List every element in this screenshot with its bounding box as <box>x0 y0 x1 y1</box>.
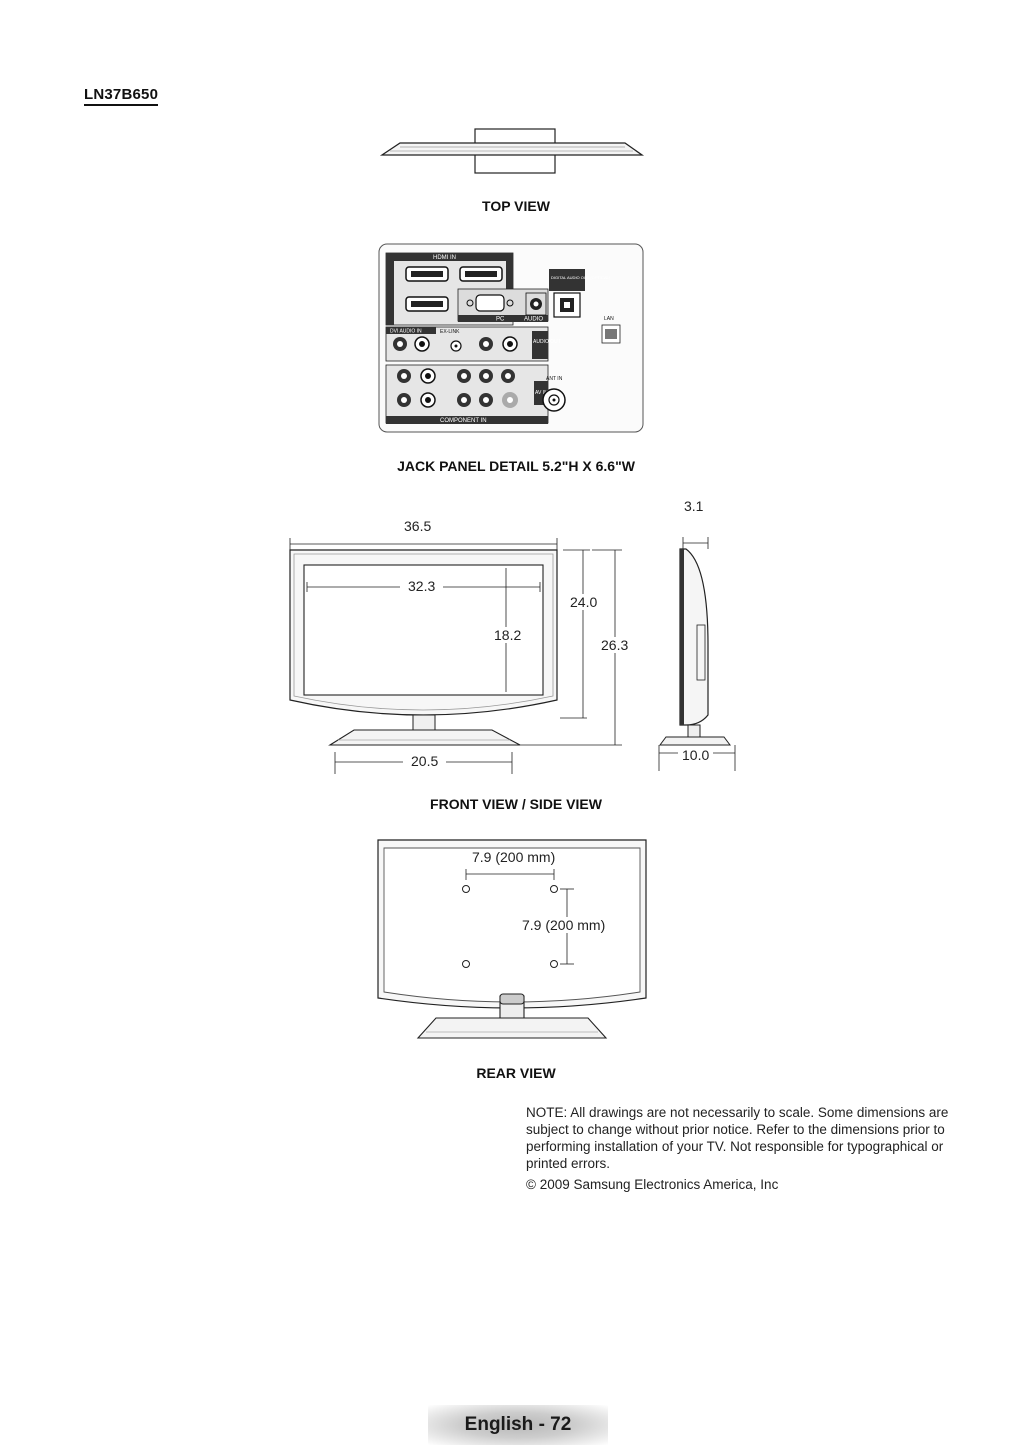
front-side-view-caption: FRONT VIEW / SIDE VIEW <box>430 796 602 812</box>
rear-view-caption: REAR VIEW <box>476 1065 556 1081</box>
vesa-horizontal-label: 7.9 (200 mm) <box>470 849 558 865</box>
depth-label: 3.1 <box>684 498 704 514</box>
side-view-drawing <box>658 537 736 771</box>
note-text: NOTE: All drawings are not necessarily t… <box>526 1105 949 1171</box>
rear-view-drawing <box>377 839 647 1039</box>
component-in-label: COMPONENT IN <box>440 418 487 424</box>
body-height-label: 24.0 <box>568 594 600 610</box>
jack-panel-drawing: HDMI IN PC AUDIO DIGITAL AUDIO OUT (OPTI… <box>378 243 644 433</box>
hdmi-in-label: HDMI IN <box>433 255 456 261</box>
dvi-audio-in-label: DVI AUDIO IN <box>390 329 422 335</box>
screen-height-label: 18.2 <box>490 627 526 643</box>
lan-label: LAN <box>604 316 614 322</box>
overall-width-label: 36.5 <box>396 518 440 534</box>
ex-link-label: EX-LINK <box>440 329 460 335</box>
stand-width-label: 20.5 <box>403 753 447 769</box>
pc-audio-label: AUDIO <box>524 317 543 323</box>
vesa-vertical-label: 7.9 (200 mm) <box>520 917 608 933</box>
ant-in-label: ANT IN <box>546 376 563 382</box>
av-in-label: AV IN <box>535 390 548 396</box>
total-height-label: 26.3 <box>599 637 631 653</box>
optical-label: DIGITAL AUDIO OUT (OPTICAL) <box>551 275 611 280</box>
audio-out-label: AUDIO OUT <box>533 339 561 345</box>
model-number: LN37B650 <box>84 86 159 106</box>
screen-width-label: 32.3 <box>400 578 444 594</box>
stand-depth-label: 10.0 <box>678 747 714 763</box>
pc-label: PC <box>496 317 505 323</box>
top-view-drawing <box>379 128 645 174</box>
page-footer: English - 72 <box>428 1405 608 1445</box>
top-view-caption: TOP VIEW <box>482 198 550 214</box>
disclaimer-note: NOTE: All drawings are not necessarily t… <box>526 1104 966 1197</box>
front-view-drawing <box>289 538 622 774</box>
copyright-text: © 2009 Samsung Electronics America, Inc <box>526 1177 779 1192</box>
jack-panel-caption: JACK PANEL DETAIL 5.2"H X 6.6"W <box>397 458 635 474</box>
page-number-label: English - 72 <box>464 1414 572 1435</box>
